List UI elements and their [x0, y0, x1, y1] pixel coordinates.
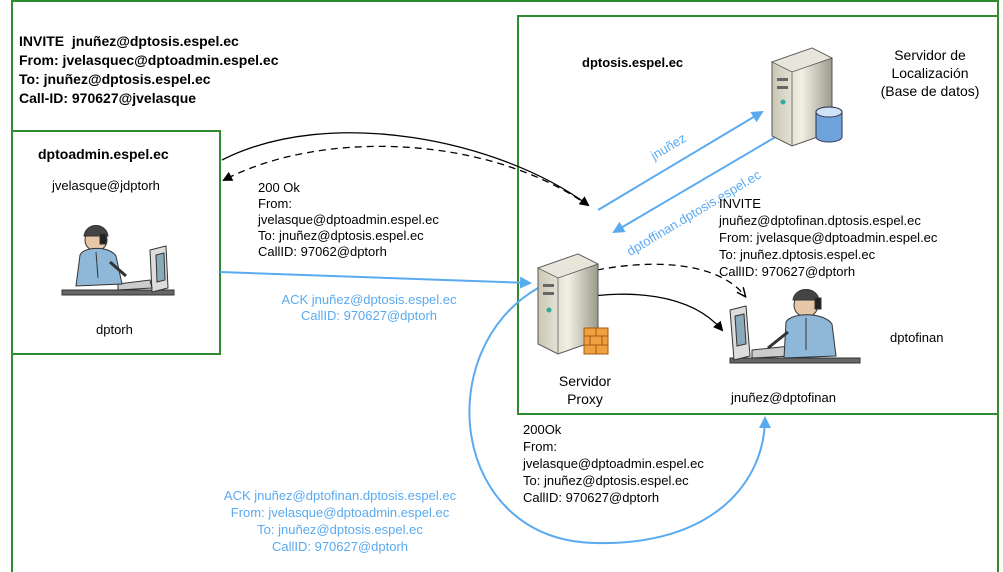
- proxy-label-line: Proxy: [567, 391, 603, 407]
- finan-user-label: jnuñez@dptofinan: [731, 390, 836, 405]
- invite-header-line: INVITE jnuñez@dptosis.espel.ec: [19, 33, 239, 49]
- ack-msg-2-line: ACK jnuñez@dptofinan.dptosis.espel.ec: [223, 488, 457, 503]
- location-server-label-line: Servidor de: [894, 47, 966, 63]
- invite-msg-2-line: To: jnuñez.dptosis.espel.ec: [719, 247, 876, 262]
- ack-loop-arrow: [468, 287, 771, 545]
- invite-header-line: To: jnuñez@dptosis.espel.ec: [19, 71, 211, 87]
- ok-msg-1-line: From:: [258, 196, 292, 211]
- ack-msg-1-line: ACK jnuñez@dptosis.espel.ec: [281, 292, 457, 307]
- sis-domain-box: [517, 15, 999, 415]
- admin-domain-box: [11, 130, 221, 355]
- proxy-label-line: Servidor: [558, 373, 612, 389]
- sis-domain-title: dptosis.espel.ec: [582, 55, 684, 70]
- admin-host-label: dptorh: [96, 322, 133, 337]
- firewall-icon: [583, 327, 609, 355]
- ok-msg-1-line: 200 Ok: [258, 180, 300, 195]
- invite-header-line: Call-ID: 970627@jvelasque: [19, 90, 197, 106]
- invite-msg-2-line: CallID: 970627@dptorh: [719, 264, 856, 279]
- ok-msg-2-line: jvelasque@dptoadmin.espel.ec: [523, 456, 704, 471]
- admin-domain-title: dptoadmin.espel.ec: [38, 146, 169, 162]
- phone-user-icon-finan: [729, 289, 861, 364]
- ack-msg-1-line: CallID: 970627@dptorh: [300, 308, 438, 323]
- invite-msg-2-line: jnuñez@dptofinan.dptosis.espel.ec: [719, 213, 921, 228]
- ok-msg-1-line: CallID: 97062@dptorh: [258, 244, 387, 259]
- ok-arrow-2: [596, 263, 745, 296]
- locate-reply-arrow: [612, 131, 785, 234]
- ack-msg-2-line: To: jnuñez@dptosis.espel.ec: [257, 522, 423, 537]
- ok-msg-1-line: To: jnuñez@dptosis.espel.ec: [258, 228, 424, 243]
- ok-msg-2-line: To: jnuñez@dptosis.espel.ec: [523, 473, 689, 488]
- ok-msg-2-line: From:: [523, 439, 557, 454]
- ok-msg-1-line: jvelasque@dptoadmin.espel.ec: [258, 212, 439, 227]
- admin-user-label: jvelasque@jdptorh: [52, 178, 160, 193]
- ack-msg-2-line: From: jvelasque@dptoadmin.espel.ec: [230, 505, 450, 520]
- invite-header-line: From: jvelasquec@dptoadmin.espel.ec: [19, 52, 279, 68]
- invite-arrow-2: [581, 293, 724, 332]
- invite-msg-2-line: INVITE: [719, 196, 761, 211]
- ok-msg-2-line: 200Ok: [523, 422, 562, 437]
- location-server-label-line: (Base de datos): [880, 83, 980, 99]
- finan-host-label: dptofinan: [890, 330, 944, 345]
- locate-query-arrow: [597, 110, 764, 211]
- ok-msg-2-line: CallID: 970627@dptorh: [523, 490, 660, 505]
- invite-arrow-1: [221, 132, 590, 207]
- invite-msg-2-line: From: jvelasque@dptoadmin.espel.ec: [719, 230, 938, 245]
- database-icon: [815, 106, 843, 143]
- location-server-label-line: Localización: [891, 65, 969, 81]
- phone-user-icon-admin: [61, 225, 175, 296]
- ok-arrow-1: [222, 145, 581, 201]
- ack-arrow-1: [219, 271, 532, 289]
- ack-msg-2-line: CallID: 970627@dptorh: [271, 539, 409, 554]
